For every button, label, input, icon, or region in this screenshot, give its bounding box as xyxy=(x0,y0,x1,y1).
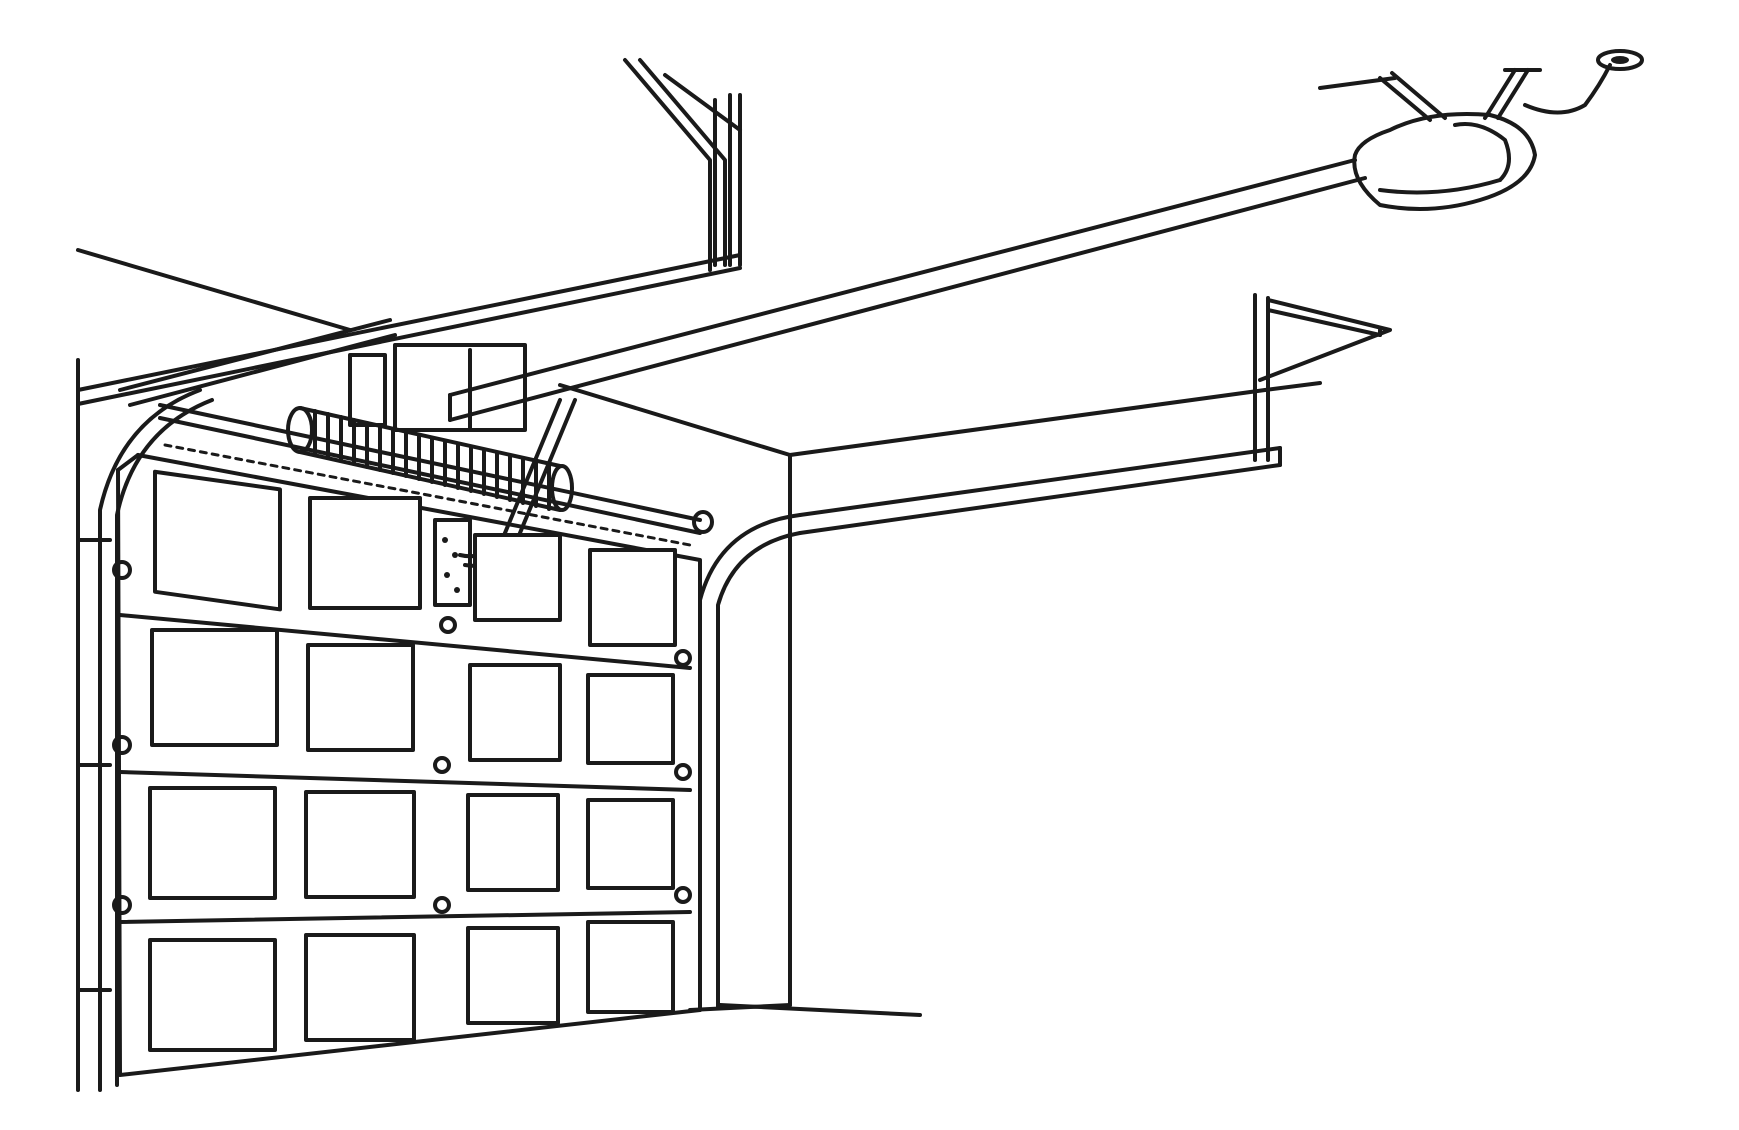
right-horizontal-track xyxy=(698,446,1282,1012)
opener-motor-unit-icon xyxy=(1318,68,1542,211)
opener-rail xyxy=(448,158,1367,422)
garage-room-outline xyxy=(76,248,1267,1092)
door-panel-windows xyxy=(148,469,677,1052)
ceiling-light-cord xyxy=(1523,49,1644,115)
door-hinges xyxy=(112,560,692,915)
right-ceiling-bracket xyxy=(1253,293,1392,462)
torsion-spring-icon xyxy=(286,406,574,512)
left-ceiling-bracket xyxy=(76,58,742,406)
garage-door xyxy=(116,443,702,1077)
